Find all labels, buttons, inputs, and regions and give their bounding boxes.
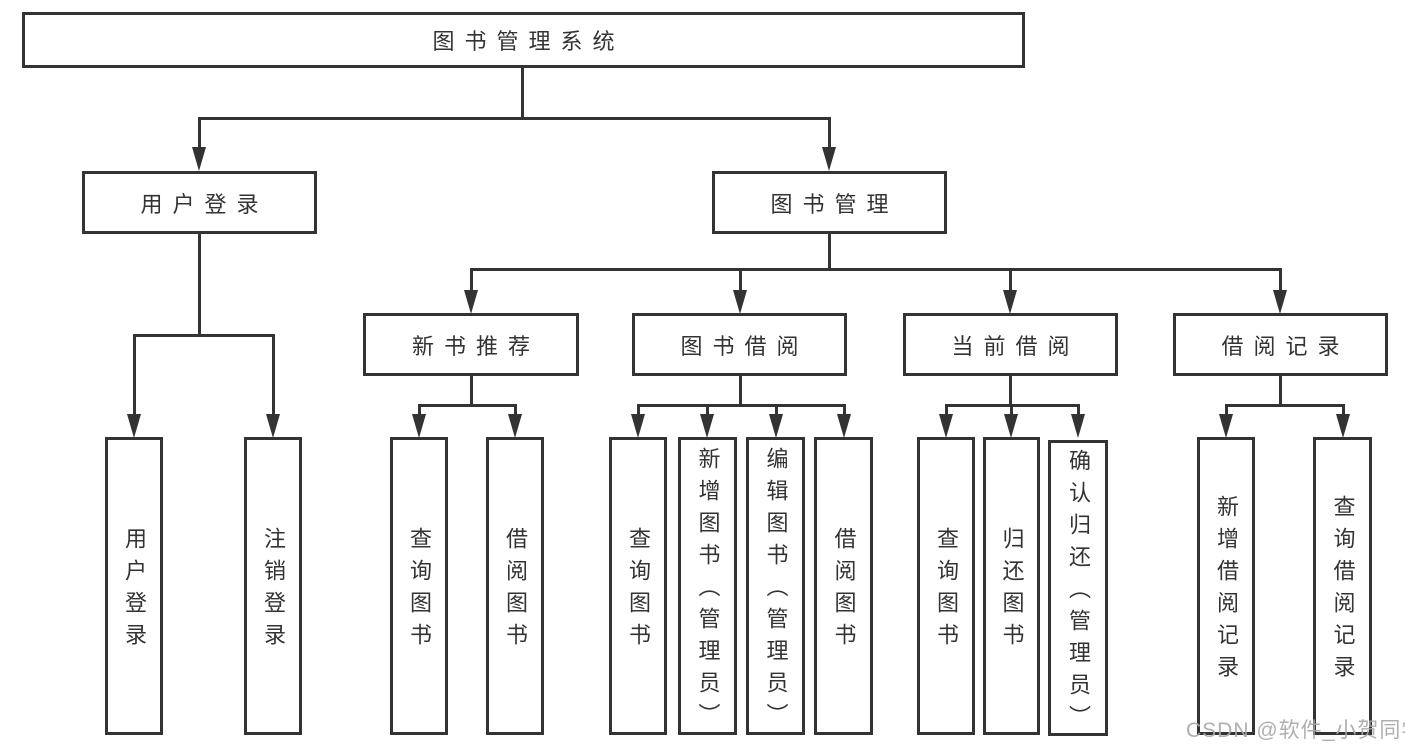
connector-line: [470, 268, 1282, 271]
arrowhead-icon: [769, 414, 783, 438]
node-label: 图书管理: [770, 191, 899, 217]
arrowhead-icon: [733, 290, 747, 314]
arrowhead-icon: [631, 414, 645, 438]
node-label: 新增借阅记录: [1214, 495, 1239, 687]
connector-line: [418, 405, 421, 414]
connector-line: [706, 405, 709, 414]
connector-line: [1279, 376, 1282, 407]
arrowhead-icon: [1003, 290, 1017, 314]
connector-line: [521, 68, 524, 120]
leaf-borrow-books: 借阅图书: [814, 437, 873, 735]
leaf-add-book-admin: 新增图书（管理员）: [678, 437, 737, 735]
leaf-return-books: 归还图书: [983, 437, 1040, 735]
connector-line: [637, 405, 640, 414]
connector-line: [133, 335, 136, 414]
node-label: 借阅记录: [1221, 333, 1350, 359]
node-label: 借阅图书: [503, 527, 528, 655]
node-user-login: 用户登录: [82, 171, 317, 234]
connector-line: [1342, 405, 1345, 414]
arrowhead-icon: [192, 147, 206, 171]
connector-line: [1279, 269, 1282, 290]
connector-line: [133, 334, 275, 337]
connector-line: [1009, 376, 1012, 407]
arrowhead-icon: [508, 414, 522, 438]
node-book-management: 图书管理: [712, 171, 947, 234]
arrowhead-icon: [1219, 414, 1233, 438]
arrowhead-icon: [412, 414, 426, 438]
node-label: 借阅图书: [831, 527, 857, 655]
connector-line: [739, 376, 742, 407]
leaf-logout: 注销登录: [244, 437, 302, 735]
csdn-watermark: CSDN @软件_小贺同学: [1186, 719, 1405, 742]
node-label: 用户登录: [140, 191, 269, 217]
connector-line: [1009, 269, 1012, 290]
connector-line: [198, 118, 201, 147]
node-root: 图书管理系统: [22, 12, 1025, 68]
node-label: 注销登录: [261, 527, 286, 655]
leaf-query-borrow-record: 查询借阅记录: [1313, 437, 1372, 735]
connector-line: [418, 404, 517, 407]
connector-line: [198, 117, 831, 120]
node-label: 确认归还（管理员）: [1066, 449, 1091, 737]
connector-line: [945, 404, 1080, 407]
leaf-query-books-borrow: 查询图书: [609, 437, 667, 735]
node-label: 查询图书: [626, 527, 651, 655]
node-label: 编辑图书（管理员）: [763, 447, 789, 735]
connector-line: [470, 376, 473, 407]
connector-line: [1225, 405, 1228, 414]
connector-line: [1077, 405, 1080, 414]
connector-line: [843, 405, 846, 414]
node-current-borrow: 当前借阅: [903, 313, 1118, 376]
arrowhead-icon: [837, 414, 851, 438]
connector-line: [470, 269, 473, 290]
connector-line: [272, 335, 275, 414]
connector-line: [828, 234, 831, 271]
arrowhead-icon: [700, 414, 714, 438]
arrowhead-icon: [464, 290, 478, 314]
node-label: 当前借阅: [951, 333, 1080, 359]
node-book-borrow: 图书借阅: [632, 313, 847, 376]
node-label: 新书推荐: [411, 333, 540, 359]
node-new-book-recommend: 新书推荐: [363, 313, 579, 376]
leaf-borrow-books-recommend: 借阅图书: [486, 437, 544, 735]
node-label: 用户登录: [122, 527, 147, 655]
connector-line: [1010, 405, 1013, 414]
arrowhead-icon: [1273, 290, 1287, 314]
node-label: 图书借阅: [680, 333, 809, 359]
leaf-user-login: 用户登录: [105, 437, 163, 735]
leaf-edit-book-admin: 编辑图书（管理员）: [746, 437, 805, 735]
node-label: 图书管理系统: [432, 29, 625, 54]
connector-line: [739, 269, 742, 290]
arrowhead-icon: [127, 414, 141, 438]
node-label: 查询图书: [934, 527, 959, 655]
node-label: 查询图书: [407, 527, 432, 655]
leaf-query-books-current: 查询图书: [917, 437, 975, 735]
arrowhead-icon: [1071, 414, 1085, 438]
connector-line: [637, 404, 846, 407]
connector-line: [945, 405, 948, 414]
leaf-add-borrow-record: 新增借阅记录: [1197, 437, 1255, 735]
connector-line: [775, 405, 778, 414]
arrowhead-icon: [1004, 414, 1018, 438]
leaf-confirm-return-admin: 确认归还（管理员）: [1048, 440, 1108, 737]
arrowhead-icon: [939, 414, 953, 438]
node-label: 查询借阅记录: [1330, 495, 1356, 687]
connector-line: [828, 118, 831, 147]
connector-line: [198, 234, 201, 336]
connector-line: [514, 405, 517, 414]
arrowhead-icon: [1336, 414, 1350, 438]
leaf-query-books-recommend: 查询图书: [390, 437, 448, 735]
node-borrow-records: 借阅记录: [1173, 313, 1388, 376]
arrowhead-icon: [822, 147, 836, 171]
connector-line: [1225, 404, 1345, 407]
arrowhead-icon: [266, 414, 280, 438]
node-label: 归还图书: [999, 527, 1025, 655]
node-label: 新增图书（管理员）: [695, 447, 721, 735]
